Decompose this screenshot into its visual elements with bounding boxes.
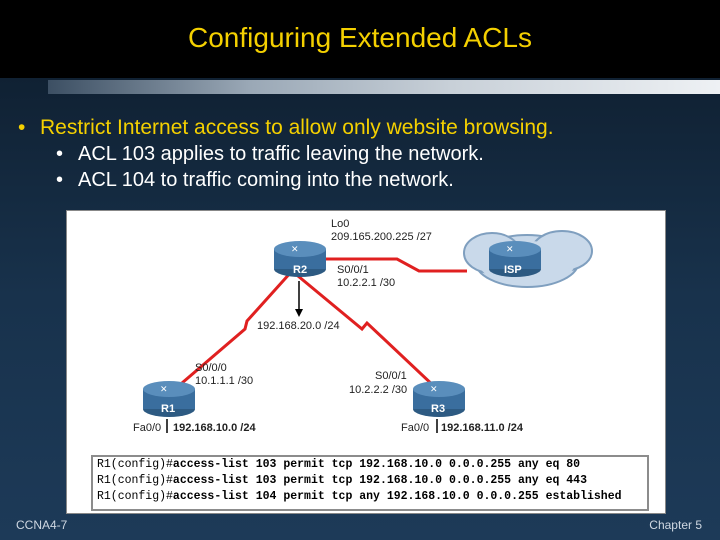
- svg-text:✕: ✕: [160, 385, 168, 395]
- r2-serial-ip: 10.2.2.1 /30: [337, 277, 395, 289]
- config-command: access-list 103 permit tcp 192.168.10.0 …: [172, 474, 587, 487]
- footer-chapter: Chapter 5: [649, 518, 702, 532]
- router-r3: ✕: [413, 381, 465, 417]
- r3-serial-ip: 10.2.2.2 /30: [349, 384, 407, 396]
- isp-name: ISP: [504, 264, 522, 276]
- r1-serial: S0/0/0: [195, 362, 227, 374]
- bullet-dot: •: [18, 116, 26, 139]
- r1-net: 192.168.10.0 /24: [173, 422, 256, 434]
- lo-ip: 209.165.200.225 /27: [331, 231, 432, 243]
- lo-label: Lo0: [331, 218, 349, 230]
- bullet-sub-1: • ACL 103 applies to traffic leaving the …: [18, 141, 708, 167]
- footer-course: CCNA4-7: [16, 518, 68, 532]
- bullet-main-text: Restrict Internet access to allow only w…: [40, 116, 554, 139]
- config-prompt: R1(config)#: [97, 474, 173, 487]
- r3-serial: S0/0/1: [375, 370, 407, 382]
- topology-diagram: ✕ ✕ ✕ ✕ Lo0 209.165.200.225 /27 R2: [133, 218, 593, 434]
- r1-fa: Fa0/0: [133, 422, 161, 434]
- bullet-list: • Restrict Internet access to allow only …: [18, 115, 708, 193]
- config-line-2: R1(config)#access-list 103 permit tcp 19…: [93, 473, 647, 489]
- title-bar: [0, 0, 720, 78]
- bullet-main: • Restrict Internet access to allow only …: [18, 115, 708, 141]
- router-r1: ✕: [143, 381, 195, 417]
- svg-text:✕: ✕: [506, 245, 514, 255]
- topology-figure: ✕ ✕ ✕ ✕ Lo0 209.165.200.225 /27 R2: [66, 210, 666, 514]
- title-divider: [48, 80, 720, 94]
- net-arrow-head: [295, 309, 303, 317]
- r3-name: R3: [431, 403, 445, 415]
- bullet-sub-2-text: ACL 104 to traffic coming into the netwo…: [78, 169, 454, 191]
- r3-net: 192.168.11.0 /24: [441, 422, 524, 434]
- svg-text:✕: ✕: [291, 245, 299, 255]
- router-r2: ✕: [274, 241, 326, 277]
- r1-name: R1: [161, 403, 175, 415]
- r1-serial-ip: 10.1.1.1 /30: [195, 375, 253, 387]
- config-line-1: R1(config)#access-list 103 permit tcp 19…: [93, 457, 647, 473]
- bullet-sub-2: • ACL 104 to traffic coming into the netw…: [18, 167, 708, 193]
- config-line-3: R1(config)#access-list 104 permit tcp an…: [93, 489, 647, 505]
- bullet-sub-1-text: ACL 103 applies to traffic leaving the n…: [78, 143, 484, 165]
- bullet-dot: •: [56, 169, 64, 191]
- r2-name: R2: [293, 264, 307, 276]
- serial-link-r2-r1: [174, 269, 294, 391]
- r2-serial: S0/0/1: [337, 264, 369, 276]
- config-box: R1(config)#access-list 103 permit tcp 19…: [91, 455, 649, 511]
- config-prompt: R1(config)#: [97, 490, 173, 503]
- bullet-dot: •: [56, 143, 64, 165]
- svg-text:✕: ✕: [430, 385, 438, 395]
- r3-fa: Fa0/0: [401, 422, 429, 434]
- slide-title: Configuring Extended ACLs: [188, 22, 532, 53]
- router-isp: ✕: [489, 241, 541, 277]
- config-command: access-list 104 permit tcp any 192.168.1…: [172, 490, 622, 503]
- serial-link-r2-isp: [317, 257, 467, 273]
- config-command: access-list 103 permit tcp 192.168.10.0 …: [172, 458, 581, 471]
- config-prompt: R1(config)#: [97, 458, 173, 471]
- net-r2: 192.168.20.0 /24: [257, 320, 340, 332]
- serial-link-r2-r3: [291, 269, 439, 391]
